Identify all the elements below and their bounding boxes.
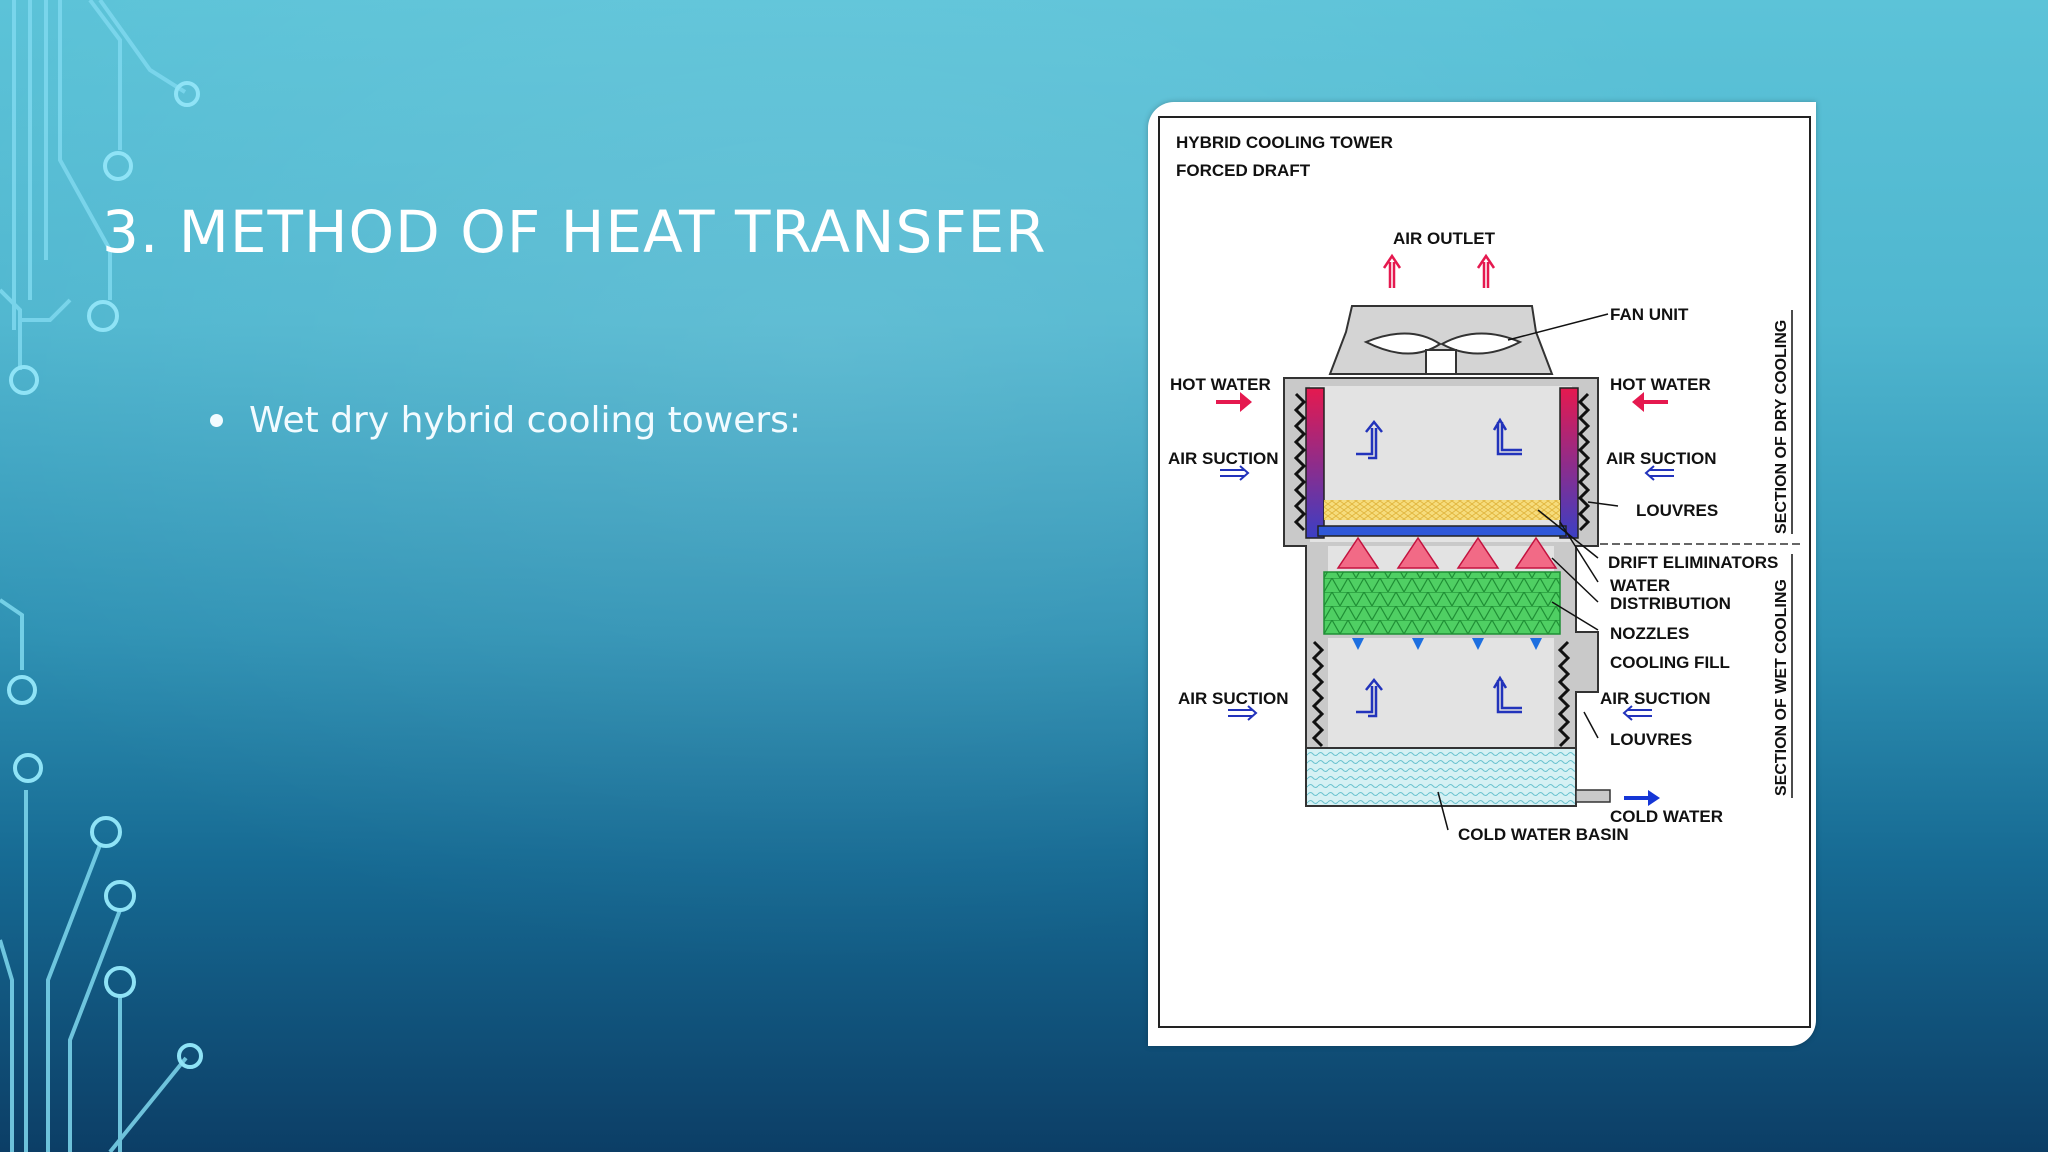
bullet-dot-icon: [210, 414, 223, 427]
air-outlet-label: AIR OUTLET: [1393, 229, 1496, 248]
nozzles: [1336, 536, 1558, 569]
cooling-tower-figure: HYBRID COOLING TOWER FORCED DRAFT AIR OU…: [1148, 102, 1816, 1046]
bullet-item: Wet dry hybrid cooling towers:: [210, 400, 801, 441]
cold-water-basin: [1305, 747, 1577, 807]
cold-water-label: COLD WATER: [1610, 807, 1723, 826]
circuit-decoration: [0, 0, 203, 1152]
louvres-upper-right: [1577, 392, 1591, 532]
leader-lines: [1437, 501, 1619, 831]
louvres-upper-label: LOUVRES: [1636, 501, 1718, 520]
hot-water-arrow-left: [1216, 392, 1252, 412]
cold-water-basin-label: COLD WATER BASIN: [1458, 825, 1629, 844]
drift-eliminators: [1324, 500, 1560, 520]
slide-title: 3. METHOD OF HEAT TRANSFER: [102, 198, 1047, 266]
air-outlet-arrows: [1382, 253, 1496, 288]
section-dry-label: SECTION OF DRY COOLING: [1773, 320, 1790, 534]
fan-unit: [1328, 305, 1554, 375]
drift-eliminators-label: DRIFT ELIMINATORS: [1608, 553, 1778, 572]
figure-frame: [1158, 116, 1811, 1028]
cooling-fill-label: COOLING FILL: [1610, 653, 1730, 672]
air-suction-lower-left-label: AIR SUCTION: [1178, 689, 1289, 708]
hot-water-riser-left: [1305, 387, 1325, 539]
water-flow-arrows: [1356, 570, 1538, 642]
cold-water-arrow: [1624, 790, 1660, 806]
bullet-list: Wet dry hybrid cooling towers:: [210, 400, 801, 441]
hot-water-riser-right: [1559, 387, 1579, 539]
cold-water-outlet: [1575, 789, 1611, 803]
louvres-upper-left: [1293, 392, 1307, 532]
hot-water-right-label: HOT WATER: [1610, 375, 1711, 394]
water-flow-arrowheads: [1352, 638, 1542, 650]
water-distribution-pipe: [1317, 525, 1567, 537]
fan-leader: [1507, 313, 1609, 341]
louvres-lower-label: LOUVRES: [1610, 730, 1692, 749]
fan-unit-label: FAN UNIT: [1610, 305, 1689, 324]
air-suction-arrows: [1220, 465, 1674, 721]
air-suction-upper-right-label: AIR SUCTION: [1606, 449, 1717, 468]
diagram-heading-line2: FORCED DRAFT: [1176, 161, 1311, 180]
nozzles-label: NOZZLES: [1610, 624, 1689, 643]
louvres-lower-right: [1557, 640, 1571, 748]
diagram-heading-line1: HYBRID COOLING TOWER: [1176, 133, 1393, 152]
air-suction-upper-left-label: AIR SUCTION: [1168, 449, 1279, 468]
hybrid-cooling-tower-diagram: HYBRID COOLING TOWER FORCED DRAFT AIR OU…: [1168, 133, 1800, 844]
bullet-text: Wet dry hybrid cooling towers:: [249, 400, 802, 441]
section-wet-label: SECTION OF WET COOLING: [1773, 579, 1790, 796]
water-distribution-label-line2: DISTRIBUTION: [1610, 594, 1731, 613]
cooling-fill: [1323, 571, 1561, 635]
hot-water-arrow-right: [1632, 392, 1668, 412]
water-distribution-label-line1: WATER: [1610, 576, 1670, 595]
air-suction-lower-right-label: AIR SUCTION: [1600, 689, 1711, 708]
hot-water-left-label: HOT WATER: [1170, 375, 1271, 394]
internal-air-arrows: [1356, 417, 1522, 718]
louvres-lower-left: [1311, 640, 1325, 748]
